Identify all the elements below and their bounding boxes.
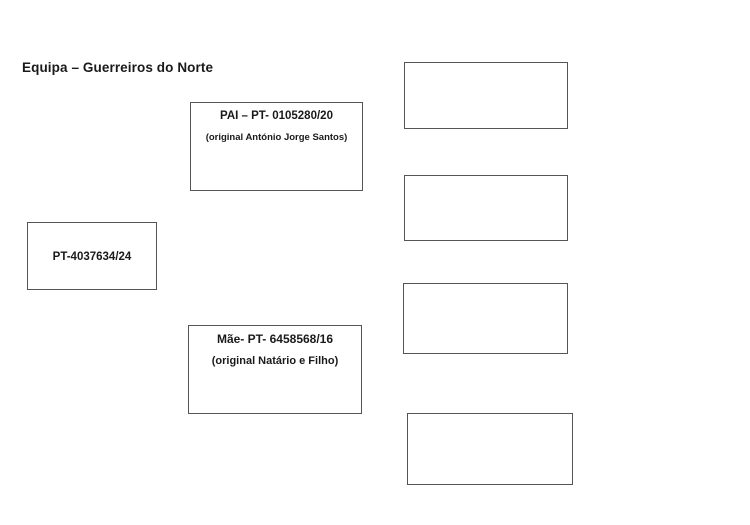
dam-registration: Mãe- PT- 6458568/16 (216, 332, 334, 346)
sire-box: PAI – PT- 0105280/20 (original António J… (190, 102, 363, 191)
grandparent-box-2 (404, 175, 568, 241)
sire-registration: PAI – PT- 0105280/20 (220, 110, 333, 122)
page-title: Equipa – Guerreiros do Norte (22, 60, 214, 75)
grandparent-box-1 (404, 62, 568, 129)
grandparent-box-4 (407, 413, 573, 485)
puppy-box: PT-4037634/24 (27, 222, 157, 290)
dam-box: Mãe- PT- 6458568/16 (original Natário e … (188, 325, 362, 414)
puppy-registration: PT-4037634/24 (52, 251, 132, 263)
dam-origin: (original Natário e Filho) (211, 355, 339, 367)
sire-origin: (original António Jorge Santos) (205, 132, 348, 143)
grandparent-box-3 (403, 283, 568, 354)
